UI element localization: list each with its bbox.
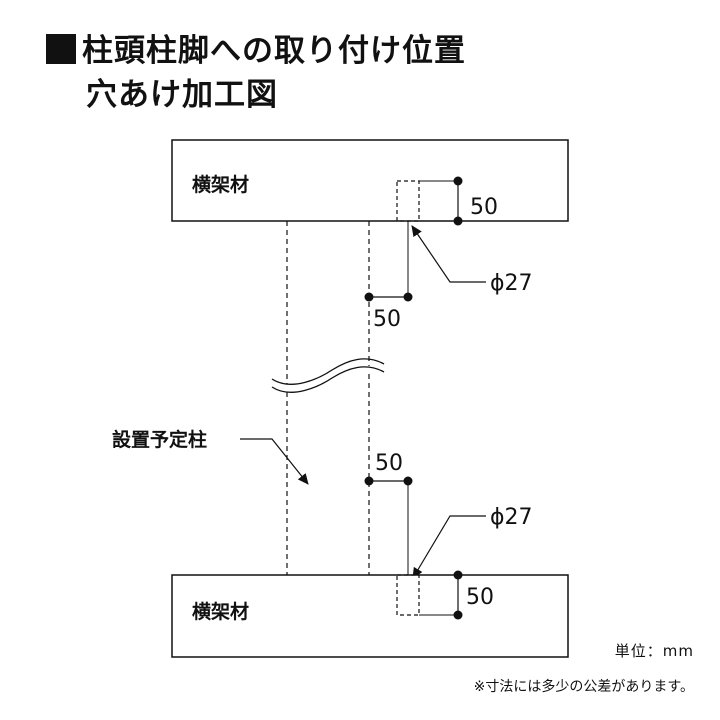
bottom-vertical-dim-dot1 xyxy=(453,570,463,580)
bottom-beam-label: 横架材 xyxy=(192,600,249,623)
top-beam xyxy=(171,139,569,222)
bottom-hole-leader xyxy=(412,515,486,579)
bottom-vertical-dim-label: 50 xyxy=(466,585,494,610)
top-vertical-dim-label: 50 xyxy=(470,195,498,220)
page-title-line1: 柱頭柱脚への取り付け位置 xyxy=(46,34,466,67)
unit-note: 単位：mm xyxy=(614,642,694,660)
top-horizontal-dim-dot2 xyxy=(403,292,413,302)
tolerance-note: ※寸法には多少の公差があります。 xyxy=(473,679,694,695)
bottom-beam xyxy=(171,574,569,658)
bottom-hole-diameter-label: ϕ27 xyxy=(490,505,533,530)
bottom-hole xyxy=(396,574,420,616)
top-horizontal-dim-label: 50 xyxy=(373,307,401,332)
top-vertical-dim-dot2 xyxy=(453,216,463,226)
post-label: 設置予定柱 xyxy=(112,428,207,451)
bottom-horizontal-dim-label: 50 xyxy=(375,451,403,476)
top-beam-label: 横架材 xyxy=(192,173,249,196)
bottom-horizontal-dim-dot1 xyxy=(364,476,374,486)
top-hole-diameter-label: ϕ27 xyxy=(490,271,533,296)
title-text-1: 柱頭柱脚への取り付け位置 xyxy=(82,33,466,69)
bottom-vertical-dim-dot2 xyxy=(453,610,463,620)
page-title-line2: 穴あけ加工図 xyxy=(86,77,278,113)
top-horizontal-dim-dot1 xyxy=(364,292,374,302)
top-hole-leader xyxy=(411,225,486,283)
top-vertical-dim-dot1 xyxy=(453,176,463,186)
black-square-icon xyxy=(46,34,76,64)
break-line-lower xyxy=(271,366,385,393)
bottom-horizontal-dim-dot2 xyxy=(403,476,413,486)
post-leader xyxy=(240,438,309,485)
break-line-upper xyxy=(271,358,385,385)
